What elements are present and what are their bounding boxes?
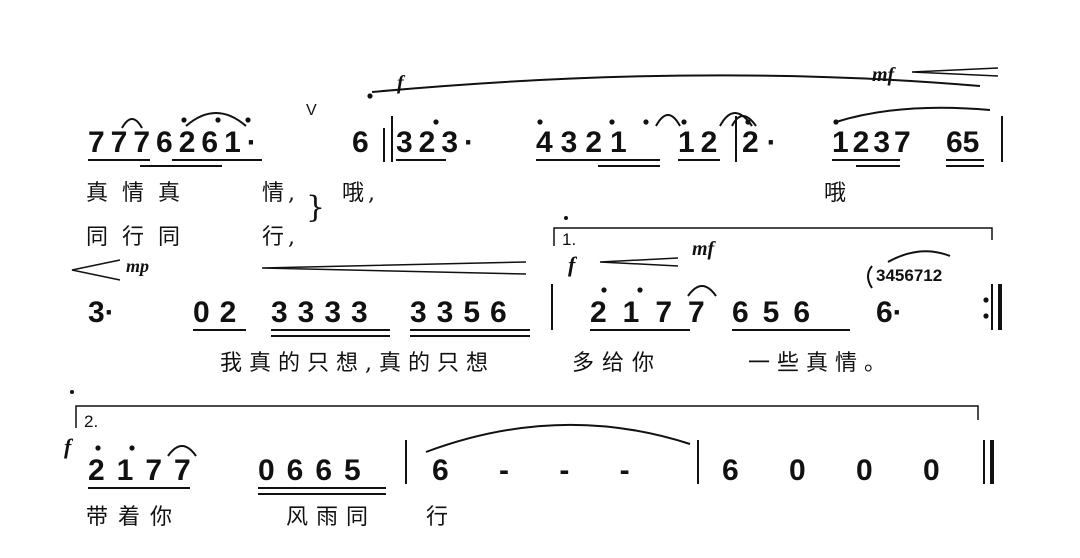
notes-2c: 3333 [271, 296, 378, 329]
breath-mark: V [306, 102, 317, 119]
lyrics-2c: 一些真情。 [748, 351, 894, 376]
notes-3b: 0665 [258, 454, 373, 487]
notes-1e: 12 [678, 126, 724, 159]
lyrics-3a: 带着你 [86, 505, 183, 530]
lyrics-1-line1d: 哦 [824, 181, 851, 206]
notes-2g: 6· [876, 296, 903, 329]
dynamic-mp: mp [126, 256, 150, 276]
lyrics-1-line1c: 哦, [342, 181, 379, 206]
notes-2a: 3· [88, 296, 115, 329]
notes-3c: 6 - - - [432, 454, 651, 487]
dynamic-f-1: f [397, 72, 404, 94]
lyrics-brace: } [306, 190, 326, 225]
lyrics-1-line2b: 行, [262, 225, 299, 250]
volta-1-label: 1. [562, 230, 577, 249]
notes-2b: 02 [193, 296, 247, 329]
dynamic-f-3: f [64, 434, 72, 459]
lyrics-2: 我真的只想,真的只想 [220, 351, 495, 376]
notes-2d: 3356 [410, 296, 517, 329]
notes-1f: 2· [742, 126, 785, 159]
notes-1a: 7776261· [88, 126, 263, 159]
notes-3d: 6 0 0 0 [722, 454, 961, 487]
dynamic-f-2: f [568, 252, 576, 277]
grace-notes: 3456712 [876, 266, 943, 285]
notes-3a: 2177 [88, 454, 203, 487]
notes-1b: 6 [352, 126, 369, 159]
lyrics-1-line1a: 真情真 [86, 181, 195, 206]
lyrics-3c: 行 [426, 505, 453, 530]
notes-2e: 2177 [590, 296, 721, 329]
lyrics-2b: 多给你 [572, 351, 663, 376]
notes-1c: 323· [396, 126, 481, 159]
notes-1h: 65 [946, 126, 980, 159]
dynamic-mf-2: mf [692, 238, 715, 260]
lyrics-3b: 风雨同 [286, 505, 377, 530]
notes-1d: 4321 [536, 126, 635, 159]
lyrics-1-line1b: 情, [262, 181, 299, 206]
volta-2-label: 2. [84, 412, 99, 431]
notes-1g: 1237 [832, 126, 915, 159]
notes-2f: 656 [732, 296, 825, 329]
lyrics-1-line2a: 同行同 [86, 225, 195, 250]
